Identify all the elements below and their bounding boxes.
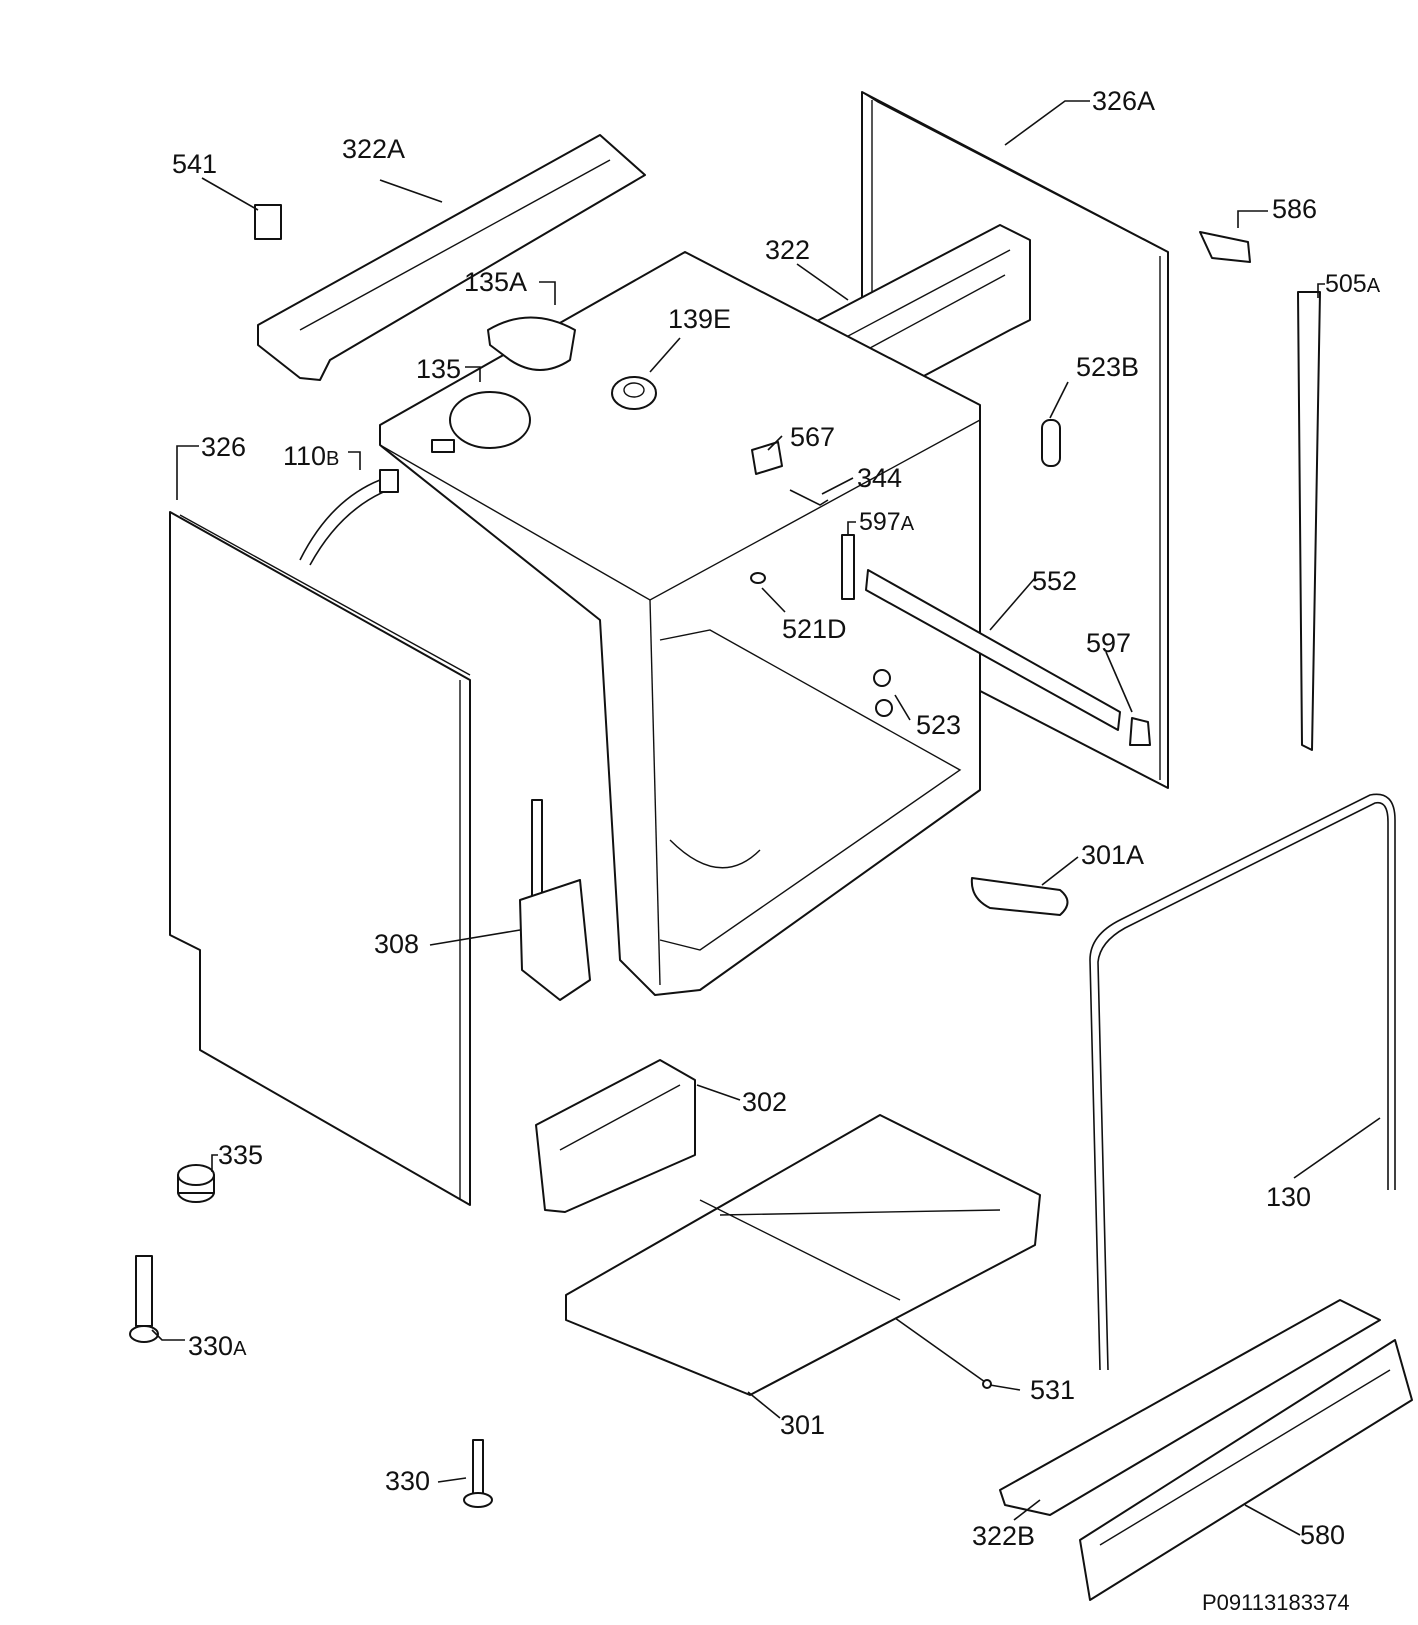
part-130-seal <box>1089 793 1396 1371</box>
part-301-base <box>565 1114 1041 1396</box>
label-301a: 301A <box>1081 840 1145 870</box>
label-308: 308 <box>374 929 420 959</box>
label-505a-suffix: A <box>1366 275 1381 297</box>
label-326a: 326A <box>1092 86 1156 116</box>
part-523b-grommet <box>1041 419 1061 467</box>
label-580: 580 <box>1300 1520 1346 1550</box>
label-139e: 139E <box>668 304 732 334</box>
label-302: 302 <box>742 1087 788 1117</box>
label-505a: 505A <box>1325 272 1380 297</box>
part-586-bracket <box>1199 231 1251 263</box>
label-301: 301 <box>780 1410 826 1440</box>
label-322b: 322B <box>972 1521 1036 1551</box>
part-521d-washer <box>750 572 766 584</box>
label-330: 330 <box>385 1466 431 1496</box>
label-552: 552 <box>1032 566 1078 596</box>
part-531-rod <box>894 1317 992 1389</box>
label-322a: 322A <box>342 134 406 164</box>
part-597a-latch <box>841 534 855 600</box>
label-523b: 523B <box>1076 352 1140 382</box>
label-567: 567 <box>790 422 836 452</box>
part-344-bracket <box>789 489 829 506</box>
label-523: 523 <box>916 710 962 740</box>
label-130: 130 <box>1266 1182 1312 1212</box>
label-330a-number: 330 <box>188 1331 234 1361</box>
part-139e-knob <box>611 376 657 410</box>
label-521d: 521D <box>782 614 847 644</box>
label-110b: 110B <box>283 443 339 470</box>
part-322a-rail <box>257 134 646 381</box>
label-344: 344 <box>857 463 903 493</box>
label-110b-number: 110 <box>283 441 327 471</box>
part-135-dispenser <box>431 391 531 453</box>
part-505a-strip <box>1297 291 1321 751</box>
label-135a: 135A <box>464 267 528 297</box>
part-330-screw <box>463 1439 493 1508</box>
part-308-hinge <box>519 799 591 1001</box>
label-597a-suffix: A <box>900 513 915 535</box>
label-322: 322 <box>765 235 811 265</box>
label-541: 541 <box>172 149 218 179</box>
label-505a-number: 505 <box>1325 270 1367 298</box>
label-531: 531 <box>1030 1375 1076 1405</box>
label-330a: 330A <box>188 1333 246 1360</box>
label-135: 135 <box>416 354 462 384</box>
document-id: P09113183374 <box>1202 1590 1350 1615</box>
part-335-foot <box>177 1164 215 1203</box>
label-597a: 597A <box>859 510 914 535</box>
leader-lines <box>151 100 1381 1536</box>
part-135a-bracket <box>487 316 576 371</box>
label-335: 335 <box>218 1140 264 1170</box>
part-322b-rail <box>999 1299 1381 1516</box>
label-597: 597 <box>1086 628 1132 658</box>
label-326: 326 <box>201 432 247 462</box>
label-330a-suffix: A <box>233 1338 247 1360</box>
part-110b-hose <box>299 469 399 566</box>
part-tub <box>379 251 981 996</box>
part-541-clip <box>254 204 282 240</box>
part-326-panel <box>169 511 471 1206</box>
part-552-rail <box>865 569 1121 731</box>
part-523-grommet <box>873 669 893 717</box>
part-330a-screw <box>129 1255 159 1343</box>
part-302-bracket <box>535 1059 696 1213</box>
label-110b-suffix: B <box>326 448 340 470</box>
part-301a-foot <box>970 877 1069 916</box>
part-567-clip <box>751 441 783 475</box>
part-597-clip <box>1129 717 1151 746</box>
label-586: 586 <box>1272 194 1318 224</box>
label-597a-number: 597 <box>859 508 901 536</box>
part-580-rail <box>1079 1339 1413 1601</box>
